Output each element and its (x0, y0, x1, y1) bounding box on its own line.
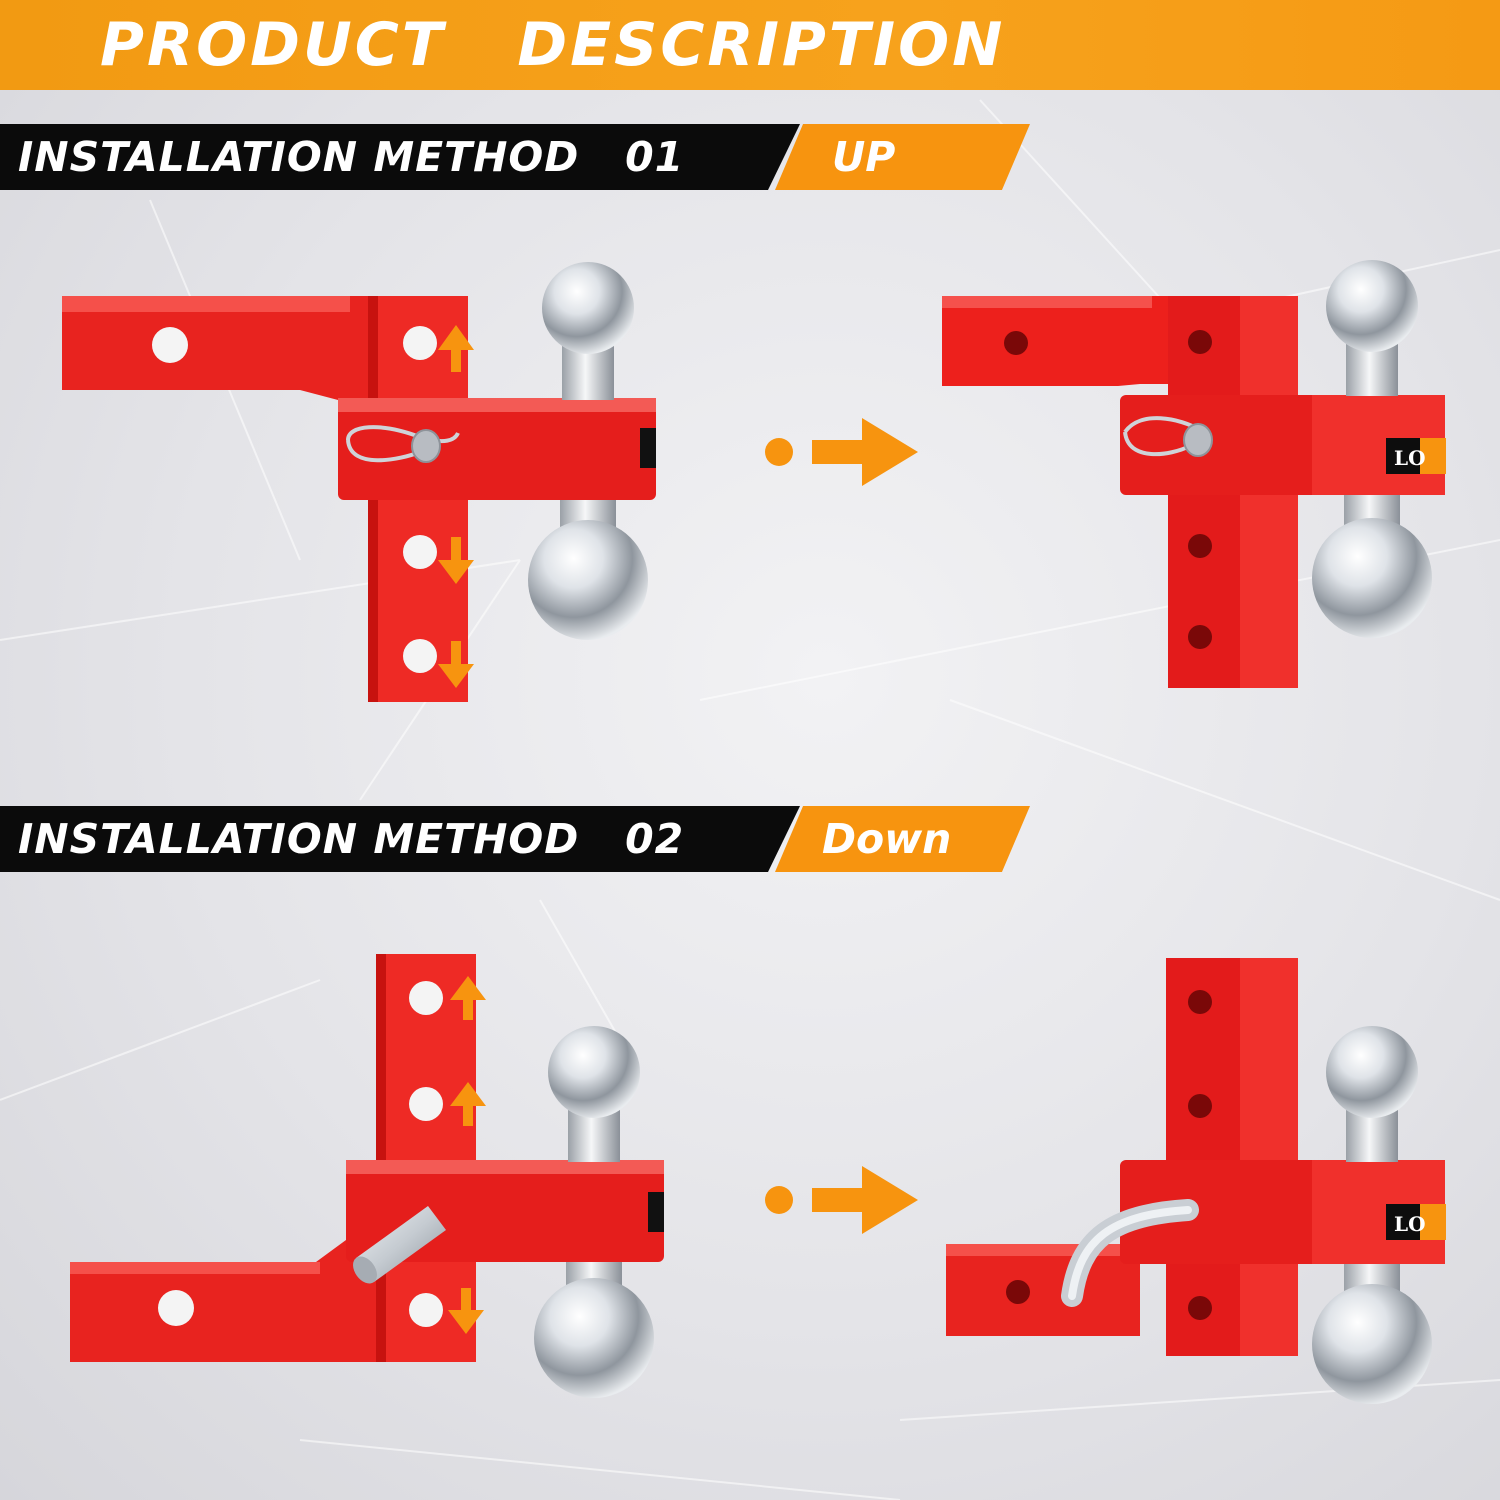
page-title: PRODUCT DESCRIPTION (100, 10, 1006, 80)
brand-logo-02: LO (1394, 1212, 1425, 1236)
method-01-label: INSTALLATION METHOD 01 (18, 133, 685, 181)
hitch-01-before (62, 262, 656, 702)
method-01-direction: UP (832, 133, 896, 181)
method-02-direction-bg (775, 806, 1030, 872)
hitch-02-before (70, 954, 664, 1398)
hitch-02-after: LO (946, 958, 1446, 1404)
brand-logo-01: LO (1394, 446, 1425, 470)
method-02-label: INSTALLATION METHOD 02 (18, 815, 685, 863)
method-01-banner: INSTALLATION METHOD 01 UP (0, 124, 1030, 190)
method-02-direction: Down (822, 815, 952, 863)
transition-arrow-01 (765, 418, 918, 486)
method-01-label-bg (0, 124, 800, 190)
transition-arrow-02 (765, 1166, 918, 1234)
method-02-label-bg (0, 806, 800, 872)
method-01-direction-bg (775, 124, 1030, 190)
method-02-banner: INSTALLATION METHOD 02 Down (0, 806, 1030, 872)
hitch-01-after: LO (942, 260, 1446, 688)
title-banner: PRODUCT DESCRIPTION (0, 0, 1500, 90)
